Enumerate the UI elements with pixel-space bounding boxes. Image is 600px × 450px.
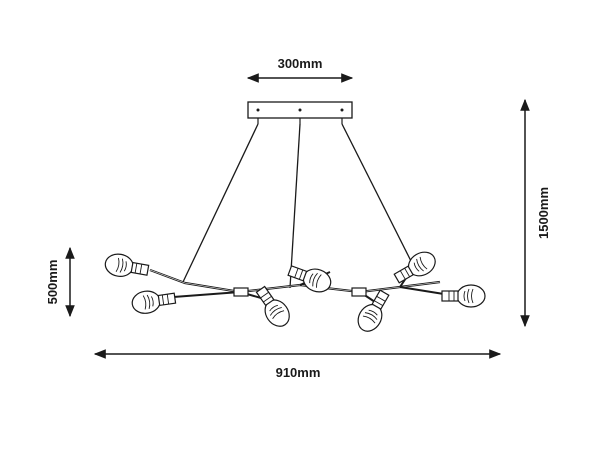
suspension-cables	[182, 123, 419, 289]
bulb-1	[102, 251, 151, 282]
canopy-width-label: 300mm	[278, 56, 323, 71]
total-height-label: 1500mm	[536, 187, 551, 239]
total-width-label: 910mm	[276, 365, 321, 380]
bulb-4	[285, 259, 335, 297]
dimension-canopy-width: 300mm	[246, 56, 354, 83]
dimension-total-height: 1500mm	[520, 98, 551, 328]
ceiling-canopy	[247, 101, 353, 124]
dimension-arm-height: 500mm	[45, 246, 75, 318]
bulb-2	[130, 286, 178, 316]
bulb-7	[441, 284, 486, 308]
arm-height-label: 500mm	[45, 260, 60, 305]
dimension-total-width: 910mm	[93, 349, 502, 380]
